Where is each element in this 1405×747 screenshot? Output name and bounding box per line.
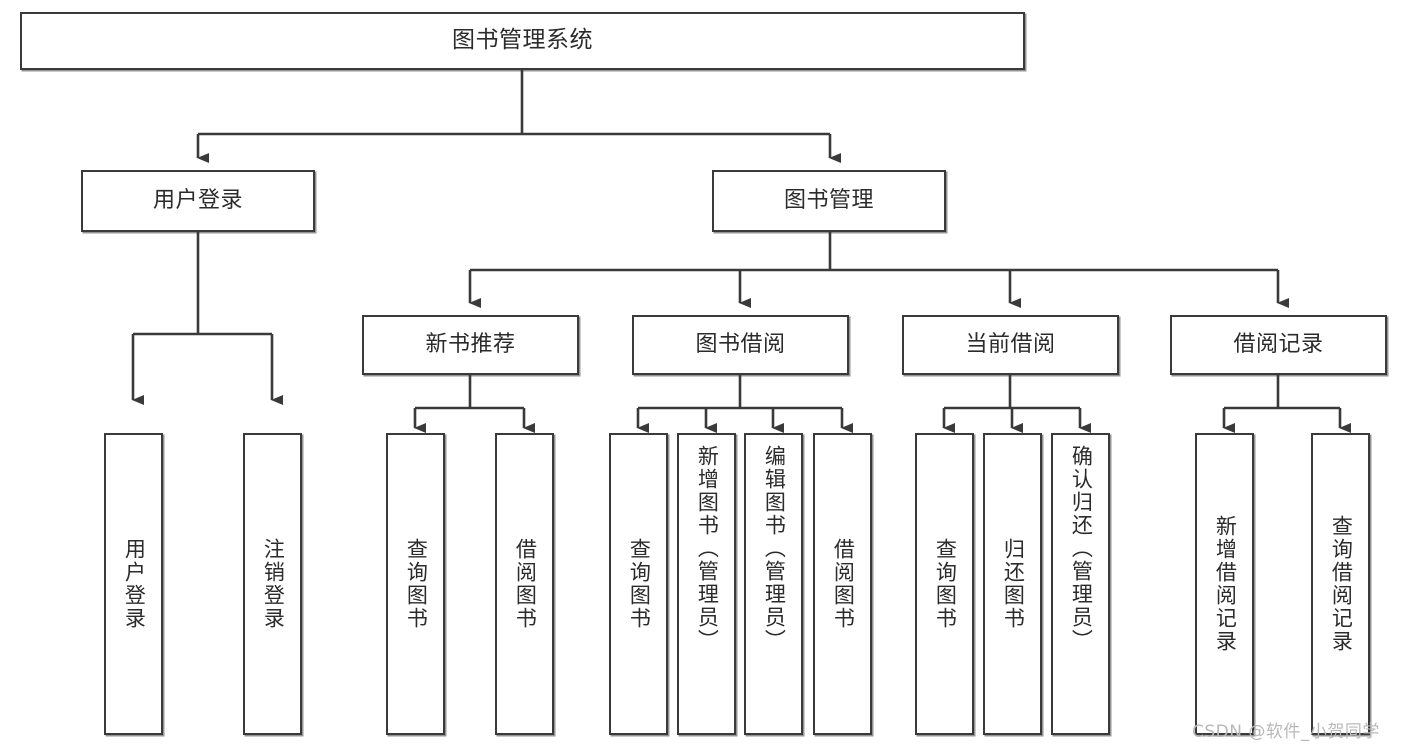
leaf-borrow-add-book-admin[interactable]: 新增图书（管理员） [677,433,736,735]
node-label: 新增借阅记录 [1213,515,1238,653]
node-label: 图书管理 [783,188,874,214]
node-label: 借阅图书 [513,538,538,630]
leaf-borrow-borrow-book[interactable]: 借阅图书 [813,433,872,735]
watermark-text: CSDN @软件_小贺同学 [1192,722,1380,742]
node-label: 查询图书 [404,538,429,630]
node-borrow-record[interactable]: 借阅记录 [1170,315,1387,375]
leaf-borrow-query-book[interactable]: 查询图书 [609,433,668,735]
leaf-current-query-book[interactable]: 查询图书 [915,433,974,735]
node-label: 查询借阅记录 [1329,515,1354,653]
node-label: 编辑图书（管理员） [762,445,787,652]
leaf-current-return-book[interactable]: 归还图书 [983,433,1042,735]
leaf-borrow-edit-book-admin[interactable]: 编辑图书（管理员） [744,433,803,735]
node-label: 新书推荐 [425,332,516,358]
node-label: 图书管理系统 [452,27,593,54]
node-label: 查询图书 [933,538,958,630]
leaf-user-login-logout[interactable]: 注销登录 [243,433,302,735]
leaf-record-query-record[interactable]: 查询借阅记录 [1311,433,1370,735]
leaf-current-confirm-return-admin[interactable]: 确认归还（管理员） [1051,433,1110,735]
node-book-borrow[interactable]: 图书借阅 [632,315,849,375]
node-label: 借阅记录 [1233,332,1324,358]
leaf-recommend-borrow-book[interactable]: 借阅图书 [495,433,554,735]
leaf-user-login-login[interactable]: 用户登录 [104,433,163,735]
node-book-management[interactable]: 图书管理 [712,170,946,232]
node-root-system[interactable]: 图书管理系统 [20,12,1025,70]
node-label: 归还图书 [1001,538,1026,630]
node-label: 借阅图书 [831,538,856,630]
node-label: 新增图书（管理员） [695,445,720,652]
node-label: 图书借阅 [695,332,786,358]
node-current-borrow[interactable]: 当前借阅 [902,315,1119,375]
node-user-login[interactable]: 用户登录 [81,170,315,232]
leaf-recommend-query-book[interactable]: 查询图书 [386,433,445,735]
node-label: 用户登录 [152,188,243,214]
node-label: 确认归还（管理员） [1069,445,1094,652]
node-new-book-recommend[interactable]: 新书推荐 [362,315,579,375]
node-label: 查询图书 [627,538,652,630]
node-label: 用户登录 [122,538,147,630]
leaf-record-add-record[interactable]: 新增借阅记录 [1195,433,1254,735]
node-label: 注销登录 [261,538,286,630]
node-label: 当前借阅 [965,332,1056,358]
